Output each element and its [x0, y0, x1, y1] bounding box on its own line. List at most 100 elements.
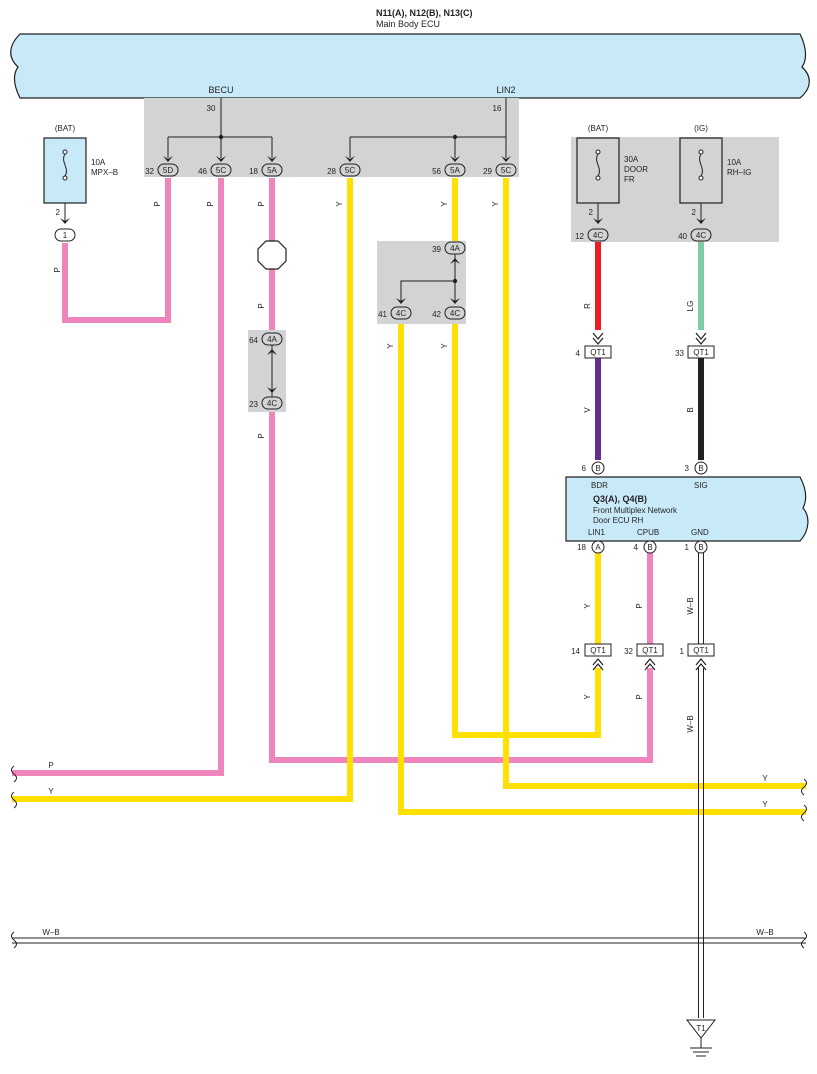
door-ecu-label-lin1: LIN1: [588, 528, 605, 537]
svg-text:3: 3: [685, 464, 690, 473]
ecu-pin-46[interactable]: 46 5C: [198, 163, 232, 177]
svg-text:12: 12: [575, 232, 584, 241]
connector-4a-64[interactable]: 64 4A: [249, 332, 283, 346]
wire-label-v: V: [583, 407, 592, 413]
pin-arrow-icon: [163, 156, 511, 162]
splice-point-icon: [218, 134, 224, 140]
svg-text:32: 32: [145, 167, 154, 176]
svg-text:39: 39: [432, 245, 441, 254]
svg-text:4C: 4C: [396, 309, 406, 318]
svg-text:5C: 5C: [216, 166, 226, 175]
wire-p-mpxb: [62, 178, 171, 323]
svg-text:32: 32: [624, 647, 633, 656]
connector-qt1-4[interactable]: 4 QT1: [576, 345, 612, 359]
svg-text:1: 1: [63, 231, 68, 240]
door-ecu-bottom-pin-18[interactable]: 18 A: [577, 540, 605, 554]
double-arrow-icon: [592, 332, 707, 345]
ecu-pin-56[interactable]: 56 5A: [432, 163, 466, 177]
fuse-mpxb-source: (BAT): [55, 124, 76, 133]
door-ecu-bottom-pin-1[interactable]: 1 B: [685, 540, 708, 554]
wire-y-right-lower: [398, 322, 806, 815]
wire-label-b: B: [686, 407, 695, 412]
wire-label-y: Y: [335, 201, 344, 207]
svg-text:B: B: [698, 543, 703, 552]
connector-1[interactable]: 1: [54, 228, 76, 242]
wire-p-cpub: [269, 178, 653, 763]
svg-text:1: 1: [685, 543, 690, 552]
fuse-rhig-pin: 2: [692, 208, 697, 217]
ecu-pin-28[interactable]: 28 5C: [327, 163, 361, 177]
connector-qt1-1[interactable]: 1 QT1: [680, 643, 715, 657]
wire-wb-horizontal: [12, 937, 806, 944]
lin2-pin: 16: [493, 104, 502, 113]
fuse-door-name2: FR: [624, 175, 635, 184]
connector-qt1-33[interactable]: 33 QT1: [675, 345, 715, 359]
fuse-door-box[interactable]: [576, 137, 620, 204]
wire-label-p: P: [48, 761, 53, 770]
svg-text:14: 14: [571, 647, 580, 656]
svg-text:4C: 4C: [450, 309, 460, 318]
ecu-pin-29[interactable]: 29 5C: [483, 163, 517, 177]
main-body-ecu-box[interactable]: [10, 33, 810, 99]
svg-text:4C: 4C: [267, 399, 277, 408]
svg-text:QT1: QT1: [590, 646, 606, 655]
wire-label-p: P: [257, 303, 266, 308]
svg-text:5A: 5A: [267, 166, 277, 175]
connector-4c-42[interactable]: 42 4C: [432, 306, 466, 320]
wire-label-p: P: [635, 603, 644, 608]
becu-pin: 30: [207, 104, 216, 113]
fuse-mpxb-rating: 10A: [91, 158, 106, 167]
door-ecu-box[interactable]: [565, 476, 809, 542]
fuse-icon: [62, 149, 68, 181]
ecu-pin-32[interactable]: 32 5D: [145, 163, 179, 177]
fuse-door-name1: DOOR: [624, 165, 648, 174]
door-ecu-top-pin-6[interactable]: 6 B: [582, 461, 605, 475]
svg-text:6: 6: [582, 464, 587, 473]
connector-qt1-32[interactable]: 32 QT1: [624, 643, 664, 657]
svg-text:QT1: QT1: [590, 348, 606, 357]
fuse-door-pin: 2: [589, 208, 594, 217]
svg-text:42: 42: [432, 310, 441, 319]
wire-label-wb: W–B: [686, 715, 695, 732]
wire-label-lg: LG: [686, 301, 695, 312]
wire-label-y: Y: [440, 201, 449, 207]
wire-label-y: Y: [583, 603, 592, 609]
main-ecu-name: Main Body ECU: [376, 19, 440, 29]
svg-text:29: 29: [483, 167, 492, 176]
connector-4c-12[interactable]: 12 4C: [575, 228, 609, 242]
ground-icon: T1: [685, 1019, 717, 1057]
svg-text:46: 46: [198, 167, 207, 176]
door-ecu-bottom-pin-4[interactable]: 4 B: [634, 540, 657, 554]
connector-4c-41[interactable]: 41 4C: [378, 306, 412, 320]
fuse-mpxb-box[interactable]: [43, 137, 87, 204]
wire-label-wb: W–B: [756, 928, 773, 937]
double-arrow-icon: [592, 658, 707, 671]
ecu-pin-18[interactable]: 18 5A: [249, 163, 283, 177]
pin-arrow-icon: [696, 218, 706, 224]
svg-text:23: 23: [249, 400, 258, 409]
main-ecu-id: N11(A), N12(B), N13(C): [376, 8, 473, 18]
fuse-icon: [595, 149, 601, 181]
wire-label-p: P: [635, 694, 644, 699]
ground-id: T1: [696, 1024, 706, 1033]
wire-label-p: P: [153, 201, 162, 206]
door-ecu-label-gnd: GND: [691, 528, 709, 537]
svg-text:5D: 5D: [163, 166, 173, 175]
fuse-rhig-box[interactable]: [679, 137, 723, 204]
svg-text:64: 64: [249, 336, 258, 345]
wire-p-left-output: [12, 178, 224, 776]
connector-4c-40[interactable]: 40 4C: [678, 228, 712, 242]
door-ecu-top-pin-3[interactable]: 3 B: [685, 461, 708, 475]
svg-text:QT1: QT1: [693, 348, 709, 357]
connector-4c-23[interactable]: 23 4C: [249, 396, 283, 410]
svg-text:1: 1: [680, 647, 685, 656]
wire-y-left-output: [12, 178, 353, 802]
svg-text:33: 33: [675, 349, 684, 358]
fuse-door-source: (BAT): [588, 124, 609, 133]
wire-label-p: P: [206, 201, 215, 206]
svg-text:4: 4: [634, 543, 639, 552]
wire-label-y: Y: [48, 787, 54, 796]
svg-text:40: 40: [678, 232, 687, 241]
connector-qt1-14[interactable]: 14 QT1: [571, 643, 612, 657]
